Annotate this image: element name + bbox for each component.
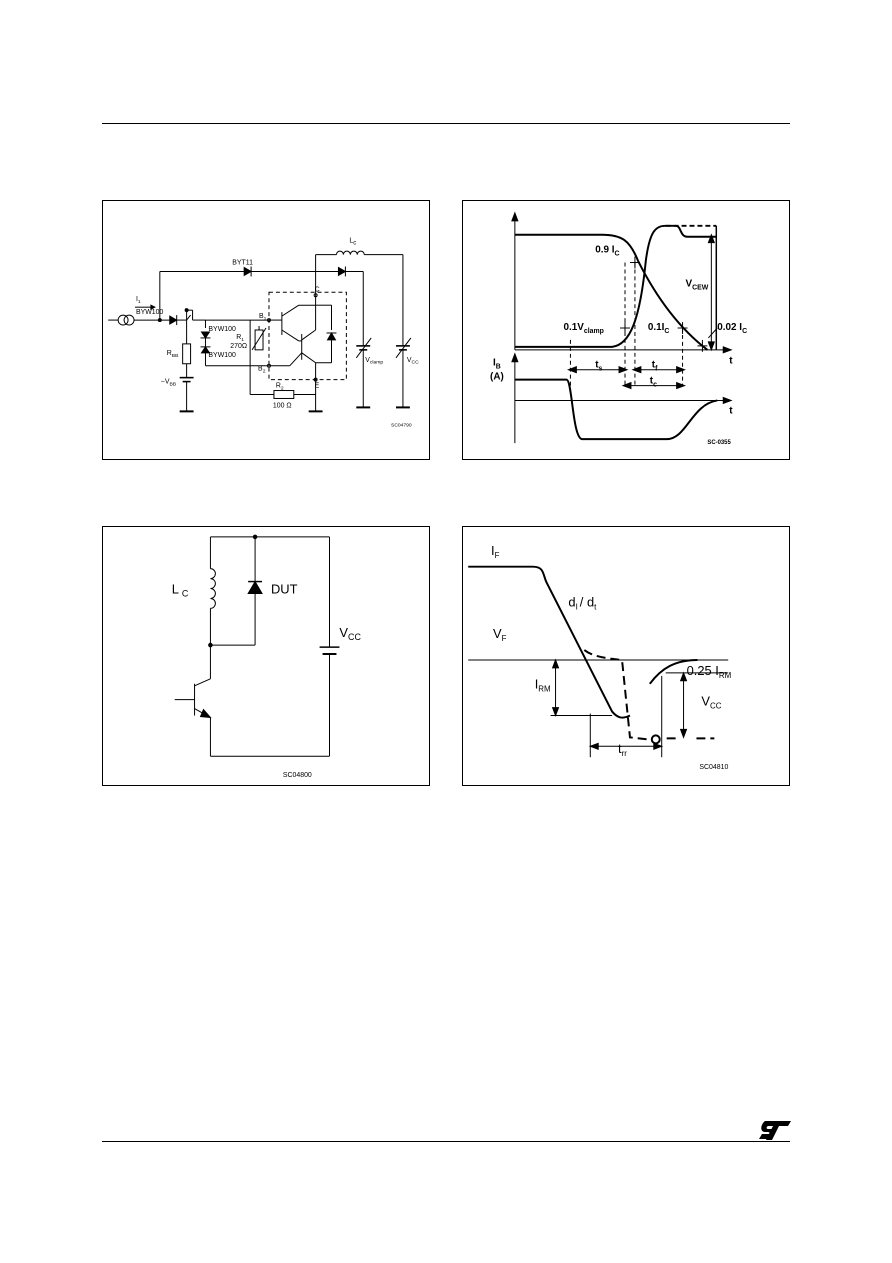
footer-rule bbox=[102, 1141, 790, 1142]
label-r1-value: 270Ω bbox=[230, 343, 247, 350]
label-byw100-upper: BYW100 bbox=[208, 326, 236, 333]
label-09-ic: 0.9 IC bbox=[595, 245, 619, 258]
figure-code: SC04790 bbox=[391, 422, 412, 428]
figure-code: SC04800 bbox=[283, 772, 312, 779]
label-ib-unit: (A) bbox=[490, 372, 504, 383]
label-b1: B1 bbox=[259, 313, 267, 322]
reverse-recovery-waveform-diagram: IF dI/ dt VF IRM 0.25 IRM VCC trr SC0481… bbox=[468, 543, 732, 771]
label-vcc: VCC bbox=[407, 357, 419, 366]
label-025-irm: 0.25 IRM bbox=[687, 663, 732, 680]
figure-code: SC-0355 bbox=[707, 440, 731, 446]
label-ts: ts bbox=[595, 360, 602, 373]
label-byw100-series: BYW100 bbox=[136, 309, 164, 316]
label-trr: trr bbox=[618, 741, 627, 758]
label-tf: tf bbox=[652, 360, 658, 373]
st-logo-icon bbox=[759, 1121, 791, 1140]
label-i1: I1 bbox=[136, 296, 141, 305]
label-tc: tc bbox=[650, 376, 657, 389]
label-byw100-lower: BYW100 bbox=[208, 352, 236, 359]
label-r2: R2 bbox=[276, 383, 284, 392]
label-if: IF bbox=[491, 543, 500, 560]
label-vbb: −VBB bbox=[161, 379, 177, 388]
label-lc: Lc bbox=[349, 238, 356, 247]
figure-switching-test-circuit: BYT11 Lc I1 BYW100 BYW100 BYW100 B1 R1 2… bbox=[102, 200, 430, 460]
label-rbb: RBB bbox=[167, 350, 179, 359]
label-di-dt: dI/ dt bbox=[568, 594, 597, 611]
header-rule bbox=[102, 123, 790, 124]
label-vcew: VCEW bbox=[686, 278, 709, 291]
label-b2: B2 bbox=[258, 366, 266, 375]
figure-code: SC04810 bbox=[699, 764, 728, 771]
label-ib: IB bbox=[493, 358, 501, 371]
label-r2-value: 100 Ω bbox=[273, 402, 292, 409]
label-irm: IRM bbox=[535, 677, 551, 694]
label-01-vclamp: 0.1Vclamp bbox=[563, 322, 603, 335]
label-01-ic: 0.1IC bbox=[648, 322, 670, 335]
label-time-top: t bbox=[729, 356, 733, 367]
figure-switching-waveforms: 0.9 IC VCEW 0.1Vclamp 0.1IC 0.02 IC t t … bbox=[462, 200, 790, 460]
label-byt11: BYT11 bbox=[232, 260, 253, 267]
switching-circuit-schematic: BYT11 Lc I1 BYW100 BYW100 BYW100 B1 R1 2… bbox=[108, 238, 419, 428]
label-vf: VF bbox=[493, 626, 507, 643]
label-dut: DUT bbox=[271, 581, 298, 596]
label-time-bottom: t bbox=[729, 405, 733, 416]
figure-reverse-recovery-waveform: IF dI/ dt VF IRM 0.25 IRM VCC trr SC0481… bbox=[462, 526, 790, 786]
label-r1: R1 bbox=[236, 334, 244, 343]
label-collector: C bbox=[315, 286, 320, 293]
label-emitter: E bbox=[315, 383, 320, 390]
label-vclamp: Vclamp bbox=[365, 357, 383, 366]
label-vcc: VCC bbox=[701, 694, 721, 711]
label-vcc: VCC bbox=[339, 625, 361, 642]
label-002-ic: 0.02 IC bbox=[717, 322, 747, 335]
switching-waveform-diagram: 0.9 IC VCEW 0.1Vclamp 0.1IC 0.02 IC t t … bbox=[490, 211, 747, 446]
